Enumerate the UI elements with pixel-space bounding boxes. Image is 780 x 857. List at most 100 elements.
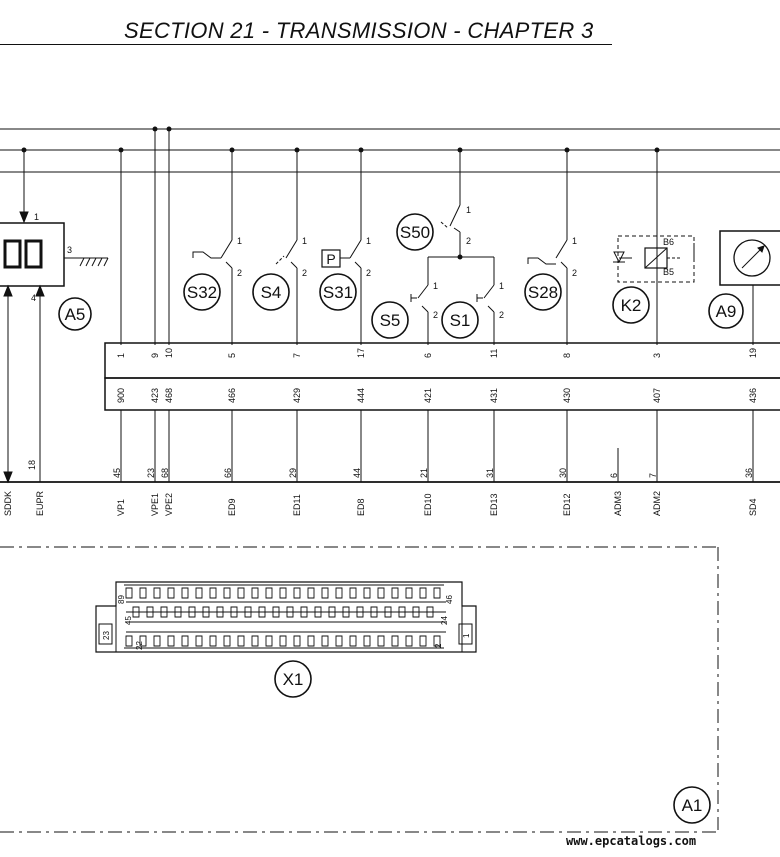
ecu-pin-6: 6 — [609, 473, 619, 478]
a5-display-box — [0, 222, 65, 287]
label-s28: S28 — [528, 283, 558, 302]
label-a9: A9 — [716, 302, 737, 321]
wire-number-421: 421 — [423, 388, 433, 403]
x1-label-circle — [274, 660, 312, 698]
connector-pin-9: 9 — [150, 353, 160, 358]
s4-label-circle — [252, 273, 290, 311]
svg-text:1: 1 — [499, 281, 504, 291]
wire-number-436: 436 — [748, 388, 758, 403]
ecu-pin-7: 7 — [648, 473, 658, 478]
s32-label-circle — [183, 273, 221, 311]
signal-adm3: ADM3 — [613, 491, 623, 516]
svg-text:2: 2 — [237, 268, 242, 278]
svg-text:2: 2 — [572, 268, 577, 278]
wire-number-900: 900 — [116, 388, 126, 403]
svg-text:1: 1 — [237, 236, 242, 246]
k2-label-circle — [612, 286, 650, 324]
label-s32: S32 — [187, 283, 217, 302]
ecu-pin-21: 21 — [419, 468, 429, 478]
svg-text:2: 2 — [433, 310, 438, 320]
wire-number-430: 430 — [562, 388, 572, 403]
signal-eupr: EUPR — [35, 490, 45, 516]
svg-text:2: 2 — [499, 310, 504, 320]
connector-pin-17: 17 — [356, 348, 366, 358]
svg-text:1: 1 — [572, 236, 577, 246]
svg-text:2: 2 — [302, 268, 307, 278]
svg-text:22: 22 — [135, 641, 144, 650]
ecu-pin-36: 36 — [744, 468, 754, 478]
signal-ed9: ED9 — [227, 498, 237, 516]
wire-number-466: 466 — [227, 388, 237, 403]
connector-pin-8: 8 — [562, 353, 572, 358]
wire-number-444: 444 — [356, 388, 366, 403]
ecu-pin-45: 45 — [112, 468, 122, 478]
signal-vp1: VP1 — [116, 499, 126, 516]
signal-ed12: ED12 — [562, 493, 572, 516]
svg-text:2: 2 — [366, 268, 371, 278]
connector-top-block — [104, 342, 780, 379]
signal-ed10: ED10 — [423, 493, 433, 516]
signal-ed13: ED13 — [489, 493, 499, 516]
label-x1: X1 — [283, 670, 304, 689]
a9-gauge-box — [719, 230, 780, 286]
s31-label-circle — [319, 273, 357, 311]
wire-number-431: 431 — [489, 388, 499, 403]
signal-adm2: ADM2 — [652, 491, 662, 516]
svg-text:1: 1 — [302, 236, 307, 246]
signal-sddk: SDDK — [3, 491, 13, 516]
svg-text:24: 24 — [440, 616, 449, 625]
s5-label-circle — [371, 301, 409, 339]
connector-pin-10: 10 — [164, 348, 174, 358]
s28-label-circle — [524, 273, 562, 311]
svg-text:4: 4 — [31, 293, 36, 303]
svg-text:1: 1 — [433, 281, 438, 291]
ecu-pin-31: 31 — [485, 468, 495, 478]
ecu-pin-66: 66 — [223, 468, 233, 478]
label-a1: A1 — [682, 796, 703, 815]
s50-label-circle — [396, 213, 434, 251]
connector-pin-11: 11 — [489, 349, 499, 358]
s1-label-circle — [441, 301, 479, 339]
x1-connector-outline — [95, 581, 477, 653]
label-p: P — [326, 251, 335, 267]
label-s4: S4 — [261, 283, 282, 302]
connector-pin-3: 3 — [652, 353, 662, 358]
a9-label-circle — [708, 293, 744, 329]
svg-text:1: 1 — [462, 633, 471, 638]
watermark-text: www.epcatalogs.com — [566, 834, 697, 848]
signal-sd4: SD4 — [748, 498, 758, 516]
wire-number-429: 429 — [292, 388, 302, 403]
label-a5: A5 — [65, 305, 86, 324]
svg-text:2: 2 — [466, 236, 471, 246]
a5-label-circle — [58, 297, 92, 331]
signal-ed8: ED8 — [356, 498, 366, 516]
svg-text:3: 3 — [67, 245, 72, 255]
svg-text:1: 1 — [466, 205, 471, 215]
page-title: SECTION 21 - TRANSMISSION - CHAPTER 3 — [124, 18, 594, 43]
connector-bottom-block — [104, 377, 780, 411]
label-s31: S31 — [323, 283, 353, 302]
ecu-pin-29: 29 — [288, 468, 298, 478]
connector-pin-1: 1 — [116, 353, 126, 358]
label-b6: B6 — [663, 237, 674, 247]
ecu-pin-44: 44 — [352, 468, 362, 478]
connector-pin-5: 5 — [227, 353, 237, 358]
title-rule — [0, 44, 612, 45]
k2-relay-frame — [617, 235, 695, 283]
label-s5: S5 — [380, 311, 401, 330]
connector-pin-19: 19 — [748, 348, 758, 358]
svg-text:1: 1 — [34, 212, 39, 222]
svg-text:1: 1 — [366, 236, 371, 246]
signal-ed11: ED11 — [292, 494, 302, 516]
label-s1: S1 — [450, 311, 471, 330]
ecu-pin-23: 23 — [146, 468, 156, 478]
svg-text:2: 2 — [434, 643, 443, 648]
svg-text:46: 46 — [445, 595, 454, 604]
svg-text:23: 23 — [102, 631, 111, 640]
label-k2: K2 — [621, 296, 642, 315]
svg-text:89: 89 — [117, 595, 126, 604]
svg-text:45: 45 — [124, 616, 133, 625]
connector-pin-6: 6 — [423, 353, 433, 358]
